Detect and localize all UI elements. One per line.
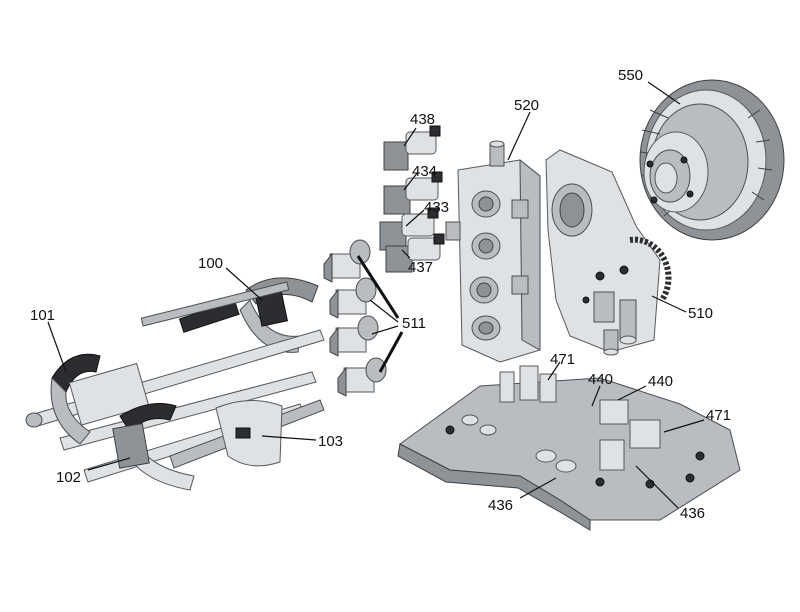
solenoid-434: [383, 171, 443, 215]
callout-101: 101: [30, 307, 55, 324]
leader-437: [401, 249, 411, 259]
valve-block-520: [445, 140, 541, 363]
callout-103: 103: [318, 433, 343, 450]
shift-fork-100: [178, 277, 319, 353]
leader-511-d: [378, 331, 404, 373]
solenoid-438: [383, 125, 441, 171]
callout-437: 437: [408, 259, 433, 276]
leader-438: [403, 127, 417, 147]
leader-436b: [635, 465, 679, 509]
piston-511-d: [337, 357, 387, 397]
callout-labels: 550 520 438 434 433 437 510 511 100 101 …: [30, 67, 731, 522]
shift-fork-101: [25, 353, 150, 445]
leader-436a: [519, 477, 557, 499]
leader-103: [261, 435, 317, 441]
leader-102: [87, 457, 131, 471]
leader-520: [507, 111, 531, 161]
shift-fork-103: [215, 399, 283, 467]
shift-fork-102: [112, 403, 195, 491]
callout-438: 438: [410, 111, 435, 128]
piston-511-a: [323, 239, 371, 283]
leader-511-b: [369, 299, 399, 323]
callout-102: 102: [56, 469, 81, 486]
callout-511: 511: [402, 315, 426, 332]
callout-471-a: 471: [550, 351, 575, 368]
callout-100: 100: [198, 255, 223, 272]
callout-520: 520: [514, 97, 539, 114]
leader-440a: [591, 385, 601, 407]
callout-434: 434: [412, 163, 437, 180]
leader-440b: [617, 385, 647, 401]
leader-434: [403, 171, 419, 191]
callout-436-a: 436: [488, 497, 513, 514]
leader-lines: [47, 81, 705, 509]
callout-440-b: 440: [648, 373, 673, 390]
housing-510: [545, 149, 672, 356]
leader-101: [47, 321, 67, 373]
piston-511-c: [329, 315, 379, 357]
callout-440-a: 440: [588, 371, 613, 388]
leader-471b: [663, 419, 705, 433]
callout-433: 433: [424, 199, 449, 216]
leader-511-a: [356, 255, 400, 319]
leader-510: [651, 295, 687, 313]
callout-471-b: 471: [706, 407, 731, 424]
solenoid-433: [379, 207, 439, 251]
leader-511-c: [371, 325, 399, 335]
solenoid-437: [385, 233, 445, 273]
piston-511-b: [329, 277, 377, 319]
clutch-drum-550: [639, 79, 785, 241]
leader-433: [405, 209, 425, 227]
leader-471a: [547, 361, 561, 381]
leader-100: [225, 267, 263, 301]
callout-510: 510: [688, 305, 713, 322]
leader-550: [647, 81, 681, 105]
callout-550: 550: [618, 67, 643, 84]
callout-436-b: 436: [680, 505, 705, 522]
